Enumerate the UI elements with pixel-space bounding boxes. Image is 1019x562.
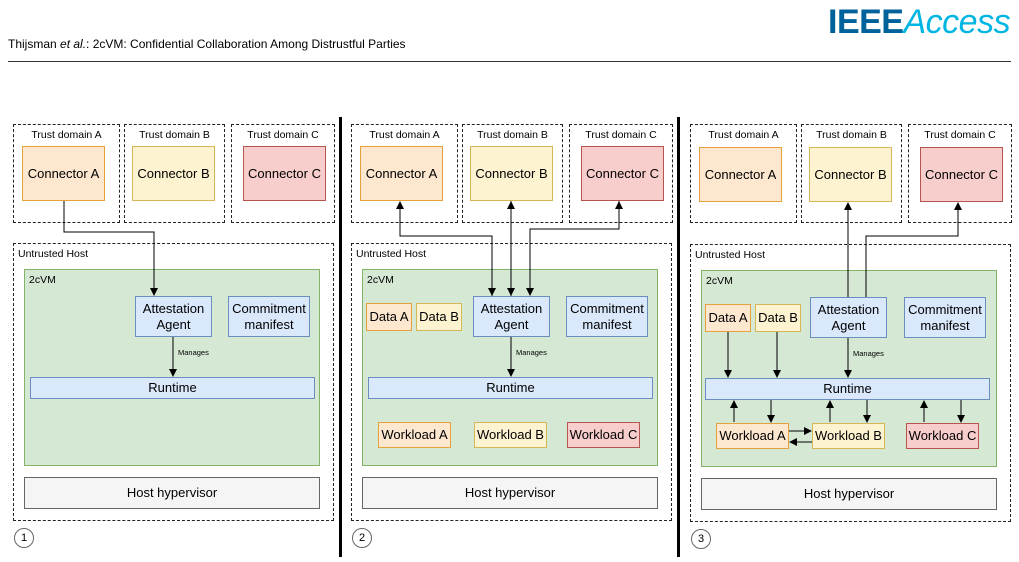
connector-c: Connector C	[920, 147, 1003, 202]
trust-domain-c-box: Trust domain C	[908, 124, 1012, 223]
panel-separator	[677, 117, 680, 557]
panel-number: 3	[691, 529, 711, 549]
data-a: Data A	[366, 303, 412, 331]
trust-domain-a-box: Trust domain A	[690, 124, 797, 223]
workload-a: Workload A	[716, 423, 789, 449]
arrow-connector-c-to-agent	[526, 201, 620, 296]
connector-c: Connector C	[581, 146, 664, 201]
header-rule	[8, 61, 1011, 62]
host-hypervisor: Host hypervisor	[362, 477, 658, 509]
trust-domain-b-label: Trust domain B	[816, 129, 887, 141]
ieee-access-logo: IEEEAccess	[828, 3, 1011, 41]
trust-domain-b-box: Trust domain B	[124, 124, 225, 223]
connector-a: Connector A	[22, 146, 105, 201]
cvm-label: 2cVM	[367, 274, 394, 286]
manages-label: Manages	[853, 349, 884, 358]
trust-domain-a-label: Trust domain A	[31, 129, 102, 141]
untrusted-host-label: Untrusted Host	[356, 248, 427, 260]
trust-domain-c-label: Trust domain C	[585, 129, 657, 141]
trust-domain-a-box: Trust domain A	[13, 124, 120, 223]
manages-label: Manages	[516, 348, 547, 357]
manages-label: Manages	[178, 348, 209, 357]
panel-number: 1	[14, 528, 34, 548]
host-hypervisor: Host hypervisor	[701, 478, 997, 510]
arrow-agent-to-connector-c	[530, 201, 623, 230]
runtime: Runtime	[368, 377, 653, 399]
cvm-label: 2cVM	[29, 274, 56, 286]
arrow-connector-a-to-agent	[63, 201, 158, 296]
untrusted-host-label: Untrusted Host	[695, 249, 766, 261]
untrusted-host-label: Untrusted Host	[18, 248, 89, 260]
data-b: Data B	[416, 303, 462, 331]
connector-b: Connector B	[809, 147, 892, 202]
trust-domain-c-box: Trust domain C	[569, 124, 673, 223]
trust-domain-c-label: Trust domain C	[924, 129, 996, 141]
connector-b: Connector B	[132, 146, 215, 201]
attestation-agent: Attestation Agent	[135, 296, 212, 337]
trust-domain-a-box: Trust domain A	[351, 124, 458, 223]
workload-c: Workload C	[567, 422, 640, 448]
panel-number: 2	[352, 528, 372, 548]
commitment-manifest: Commitment manifest	[904, 297, 986, 338]
arrow-agent-to-connector-a	[396, 201, 493, 296]
data-b: Data B	[755, 304, 801, 332]
trust-domain-a-label: Trust domain A	[708, 129, 779, 141]
untrusted-host-box: Untrusted Host	[690, 244, 1011, 522]
trust-domain-c-label: Trust domain C	[247, 129, 319, 141]
connector-c: Connector C	[243, 146, 326, 201]
untrusted-host-box: Untrusted Host	[13, 243, 334, 521]
runtime: Runtime	[705, 378, 990, 400]
panel-separator	[339, 117, 342, 557]
trust-domain-a-label: Trust domain A	[369, 129, 440, 141]
trust-domain-b-box: Trust domain B	[801, 124, 902, 223]
runtime: Runtime	[30, 377, 315, 399]
connector-a: Connector A	[360, 146, 443, 201]
running-header: Thijsman et al.: 2cVM: Confidential Coll…	[8, 37, 406, 51]
workload-a: Workload A	[378, 422, 451, 448]
trust-domain-c-box: Trust domain C	[231, 124, 335, 223]
trust-domain-b-box: Trust domain B	[462, 124, 563, 223]
trust-domain-b-label: Trust domain B	[139, 129, 210, 141]
workload-c: Workload C	[906, 423, 979, 449]
workload-b: Workload B	[812, 423, 885, 449]
workload-b: Workload B	[474, 422, 547, 448]
host-hypervisor: Host hypervisor	[24, 477, 320, 509]
commitment-manifest: Commitment manifest	[228, 296, 310, 337]
cvm-label: 2cVM	[706, 275, 733, 287]
data-a: Data A	[705, 304, 751, 332]
connector-b: Connector B	[470, 146, 553, 201]
commitment-manifest: Commitment manifest	[566, 296, 648, 337]
attestation-agent: Attestation Agent	[810, 297, 887, 338]
attestation-agent: Attestation Agent	[473, 296, 550, 337]
connector-a: Connector A	[699, 147, 782, 202]
trust-domain-b-label: Trust domain B	[477, 129, 548, 141]
arrow-agent-to-connector-c	[865, 202, 962, 297]
